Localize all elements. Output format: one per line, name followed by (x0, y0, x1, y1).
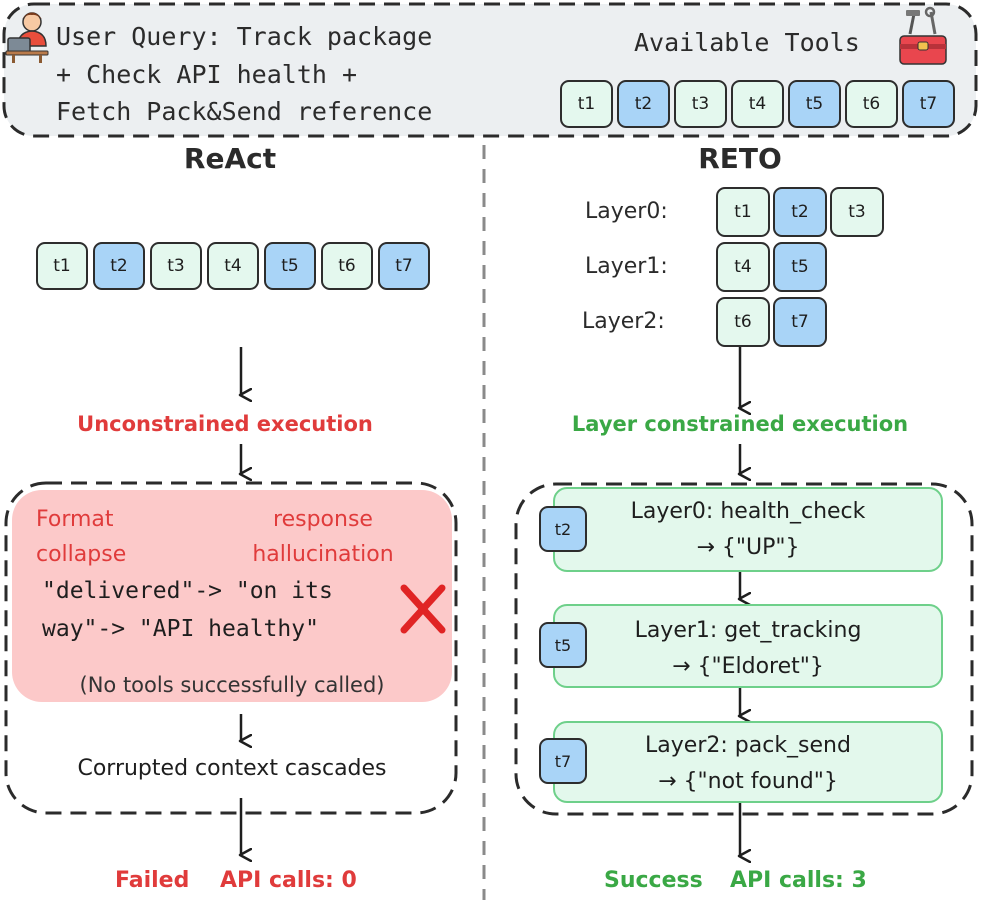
step-layer2-badge: t7 (539, 738, 587, 784)
trace-line-2: way"-> "API healthy" (42, 616, 319, 642)
layer1-label: Layer1: (585, 254, 668, 279)
layer0-tool-t1: t1 (716, 187, 770, 237)
top-tool-t3: t3 (674, 80, 727, 128)
layer0-tool-t2: t2 (773, 187, 827, 237)
step-layer1-line1: Layer1: get_tracking (634, 618, 862, 643)
step-layer1-line2: → {"Eldoret"} (672, 654, 824, 679)
layer2-tool-t7: t7 (773, 297, 827, 347)
react-api-calls: API calls: 0 (220, 868, 357, 893)
react-title: ReAct (183, 142, 277, 175)
layer1-tool-t5: t5 (773, 242, 827, 292)
query-line-2: + Check API health + (56, 60, 358, 89)
react-tool-t3: t3 (150, 242, 202, 290)
top-tool-t7: t7 (902, 80, 955, 128)
react-tool-t1: t1 (36, 242, 88, 290)
no-tools-note: (No tools successfully called) (79, 673, 385, 697)
react-frame (4, 481, 458, 815)
react-tool-t4: t4 (207, 242, 259, 290)
top-tool-t2: t2 (617, 80, 670, 128)
react-tool-t6: t6 (321, 242, 373, 290)
top-tool-t6: t6 (845, 80, 898, 128)
react-tool-t2: t2 (93, 242, 145, 290)
reto-api-calls: API calls: 3 (730, 868, 867, 893)
reto-frame (514, 482, 974, 816)
step-layer0-badge: t2 (539, 506, 587, 552)
top-tool-t1: t1 (560, 80, 613, 128)
trace-line-1: "delivered"-> "on its (42, 578, 333, 604)
step-layer2-line1: Layer2: pack_send (645, 733, 851, 758)
user-at-laptop-icon (5, 12, 49, 63)
step-layer0-line1: Layer0: health_check (630, 499, 866, 524)
step-layer2: Layer2: pack_send → {"not found"} (553, 721, 943, 803)
step-layer0: Layer0: health_check → {"UP"} (553, 487, 943, 572)
top-tool-t4: t4 (731, 80, 784, 128)
step-layer1: Layer1: get_tracking → {"Eldoret"} (553, 604, 943, 688)
step-layer1-badge: t5 (539, 622, 587, 668)
reto-result: Success (604, 868, 703, 893)
layer2-tool-t6: t6 (716, 297, 770, 347)
unconstrained-label: Unconstrained execution (77, 412, 373, 436)
react-tool-t5: t5 (264, 242, 316, 290)
layer1-tool-t4: t4 (716, 242, 770, 292)
query-line-1: User Query: Track package (56, 22, 433, 51)
format-collapse-label: Format collapse (36, 507, 127, 567)
error-panel (12, 490, 452, 702)
layer-constrained-label: Layer constrained execution (571, 412, 909, 436)
react-tool-t7: t7 (378, 242, 430, 290)
cascade-label: Corrupted context cascades (77, 756, 387, 781)
step-layer0-line2: → {"UP"} (696, 535, 800, 560)
step-layer2-line2: → {"not found"} (658, 769, 838, 794)
layer0-tool-t3: t3 (830, 187, 884, 237)
top-tool-t5: t5 (788, 80, 841, 128)
react-result: Failed (115, 868, 190, 893)
hallucination-label: response hallucination (252, 507, 394, 567)
layer2-label: Layer2: (582, 309, 665, 334)
layer0-label: Layer0: (585, 199, 668, 224)
available-tools-label: Available Tools (634, 28, 860, 57)
red-cross-icon (400, 584, 446, 634)
toolbox-icon (899, 6, 947, 65)
reto-title: RETO (698, 142, 782, 175)
query-line-3: Fetch Pack&Send reference (56, 97, 433, 126)
